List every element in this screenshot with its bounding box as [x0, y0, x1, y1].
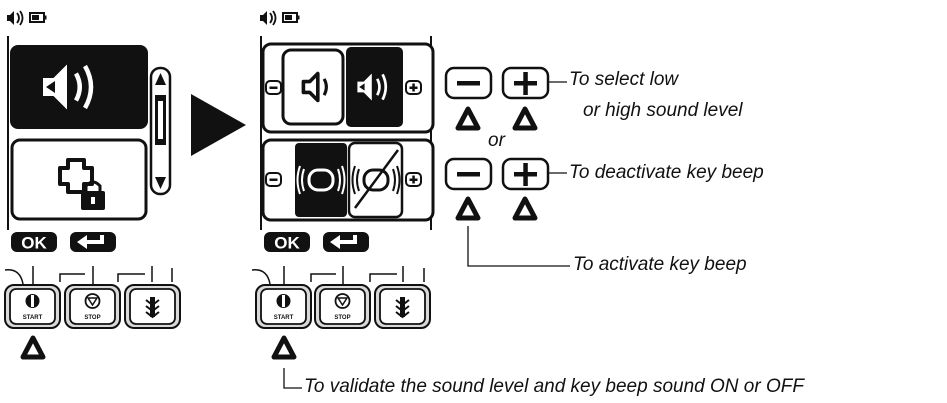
key-beep-option[interactable]	[10, 138, 148, 221]
ok-label: OK	[274, 234, 300, 253]
plus-lock-icon	[58, 158, 105, 210]
key-instructions	[444, 66, 570, 267]
beep-off-icon	[351, 149, 401, 209]
right-arrow-icon	[191, 94, 246, 156]
enter-arrow-icon	[77, 235, 104, 249]
beep-on-option-selected[interactable]	[295, 143, 347, 217]
deactivate-beep-caption: To deactivate key beep	[569, 162, 764, 183]
stop-label: STOP	[84, 315, 100, 321]
minus-key[interactable]	[444, 157, 493, 191]
enter-button[interactable]	[323, 232, 369, 252]
ok-button[interactable]: OK	[264, 232, 310, 253]
scrollbar[interactable]	[149, 66, 172, 196]
activate-beep-caption: To activate key beep	[573, 254, 747, 275]
minus-icon	[265, 172, 282, 187]
plus-icon	[405, 172, 422, 187]
beep-off-option[interactable]	[347, 141, 404, 219]
or-caption: or	[488, 130, 505, 151]
sound-high-option-selected[interactable]	[346, 47, 403, 127]
select-level-caption-line2: or high sound level	[583, 100, 743, 121]
press-triangle-icon	[512, 196, 538, 221]
press-triangle-icon	[455, 196, 481, 221]
plus-key[interactable]	[501, 157, 550, 191]
minus-key[interactable]	[444, 66, 493, 100]
sound-level-option-selected[interactable]	[10, 45, 148, 129]
minus-icon	[265, 80, 282, 95]
press-triangle-icon	[455, 106, 481, 131]
speaker-low-icon	[301, 71, 328, 103]
battery-icon	[29, 12, 47, 23]
start-label: START	[274, 315, 294, 321]
speaker-icon	[43, 64, 94, 110]
right-screen: OK START STOP	[251, 10, 435, 389]
stop-button[interactable]: STOP	[314, 284, 371, 329]
stop-button[interactable]: STOP	[64, 284, 121, 329]
start-button[interactable]: START	[4, 284, 61, 329]
press-triangle-icon	[512, 106, 538, 131]
validate-caption: To validate the sound level and key beep…	[304, 376, 804, 397]
speaker-icon	[7, 10, 24, 26]
menu-button[interactable]	[374, 284, 431, 329]
ok-button[interactable]: OK	[11, 232, 57, 253]
sound-low-option[interactable]	[281, 48, 345, 126]
enter-arrow-icon	[330, 235, 357, 249]
menu-button[interactable]	[124, 284, 181, 329]
beep-on-icon	[296, 165, 346, 195]
start-label: START	[23, 315, 43, 321]
ok-label: OK	[21, 234, 47, 253]
battery-icon	[282, 12, 300, 23]
stop-label: STOP	[334, 315, 350, 321]
speaker-high-icon	[357, 73, 388, 101]
key-beep-selector[interactable]	[261, 138, 435, 222]
select-level-caption-line1: To select low	[569, 69, 679, 90]
speaker-icon	[260, 10, 277, 26]
plus-icon	[405, 80, 422, 95]
sound-level-selector[interactable]	[261, 42, 435, 134]
press-triangle-icon	[271, 335, 297, 360]
start-button[interactable]: START	[255, 284, 312, 329]
press-triangle-icon	[20, 335, 46, 360]
left-screen: OK START STOP	[4, 10, 181, 360]
enter-button[interactable]	[70, 232, 116, 252]
plus-key[interactable]	[501, 66, 550, 100]
